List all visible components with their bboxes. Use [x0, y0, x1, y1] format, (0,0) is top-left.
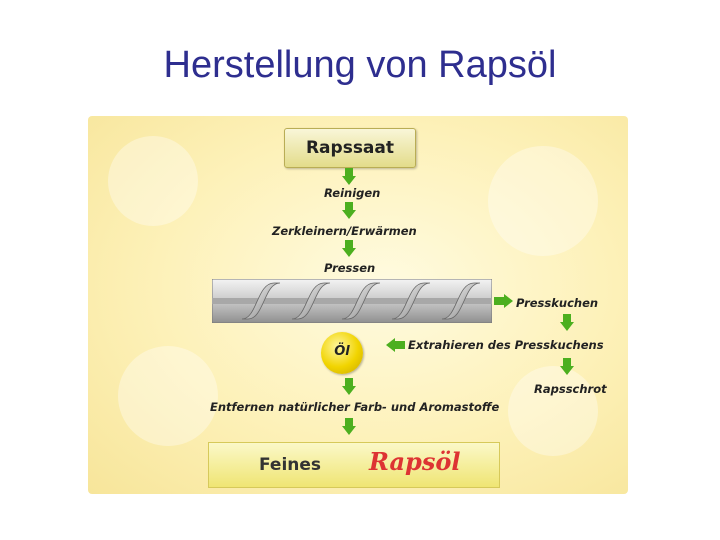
final-prefix: Feines — [259, 455, 322, 475]
step-reinigen: Reinigen — [324, 186, 381, 200]
arrow-down-icon — [560, 358, 574, 375]
start-label: Rapssaat — [305, 138, 395, 158]
oil-drop: Öl — [321, 332, 363, 374]
arrow-right-icon — [494, 294, 513, 308]
start-box: Rapssaat — [284, 128, 416, 168]
refining-label: Entfernen natürlicher Farb- und Aromasto… — [210, 400, 500, 414]
arrow-left-icon — [386, 338, 405, 352]
oil-label: Öl — [334, 344, 350, 359]
meal-label: Rapsschrot — [534, 382, 607, 396]
arrow-down-icon — [342, 240, 356, 257]
step-zerkleinern: Zerkleinern/Erwärmen — [272, 224, 417, 238]
press-cake-label: Presskuchen — [516, 296, 599, 310]
arrow-down-icon — [342, 202, 356, 219]
arrow-down-icon — [560, 314, 574, 331]
slide-title: Herstellung von Rapsöl — [163, 44, 557, 86]
arrow-down-icon — [342, 418, 356, 435]
screw-press-icon — [212, 279, 492, 323]
arrow-down-icon — [342, 168, 356, 185]
final-product-box: Feines Rapsöl — [208, 442, 500, 488]
arrow-down-icon — [342, 378, 356, 395]
extraction-label: Extrahieren des Presskuchens — [408, 338, 604, 352]
process-diagram: Rapssaat Reinigen Zerkleinern/Erwärmen P… — [88, 116, 628, 494]
step-pressen: Pressen — [324, 261, 376, 275]
final-brand-logo: Rapsöl — [369, 447, 461, 476]
